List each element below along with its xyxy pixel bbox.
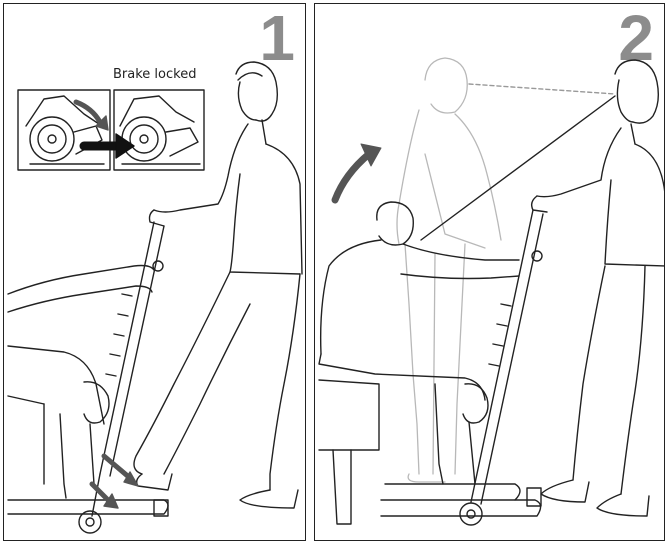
panel-step-2: 2 <box>314 3 665 541</box>
seated-patient-2 <box>318 201 520 485</box>
stand-aid-frame-1 <box>7 221 169 534</box>
illustration-step-1 <box>7 61 303 534</box>
stand-aid-frame-2 <box>380 209 544 526</box>
seated-patient-1 <box>7 264 155 499</box>
step-number-1: 1 <box>259 3 295 74</box>
brake-unlocked-inset <box>17 89 111 171</box>
illustration-step-2 <box>318 57 664 526</box>
chair <box>318 379 380 525</box>
caregiver-figure-2 <box>530 59 664 517</box>
ghost-standing-patient <box>396 57 502 483</box>
brake-locked-inset <box>113 89 205 171</box>
brake-locked-caption: Brake locked <box>113 67 197 82</box>
caregiver-figure-1 <box>133 61 303 509</box>
panel-step-1: 1 Brake locked <box>3 3 306 541</box>
step-number-2: 2 <box>618 3 654 74</box>
